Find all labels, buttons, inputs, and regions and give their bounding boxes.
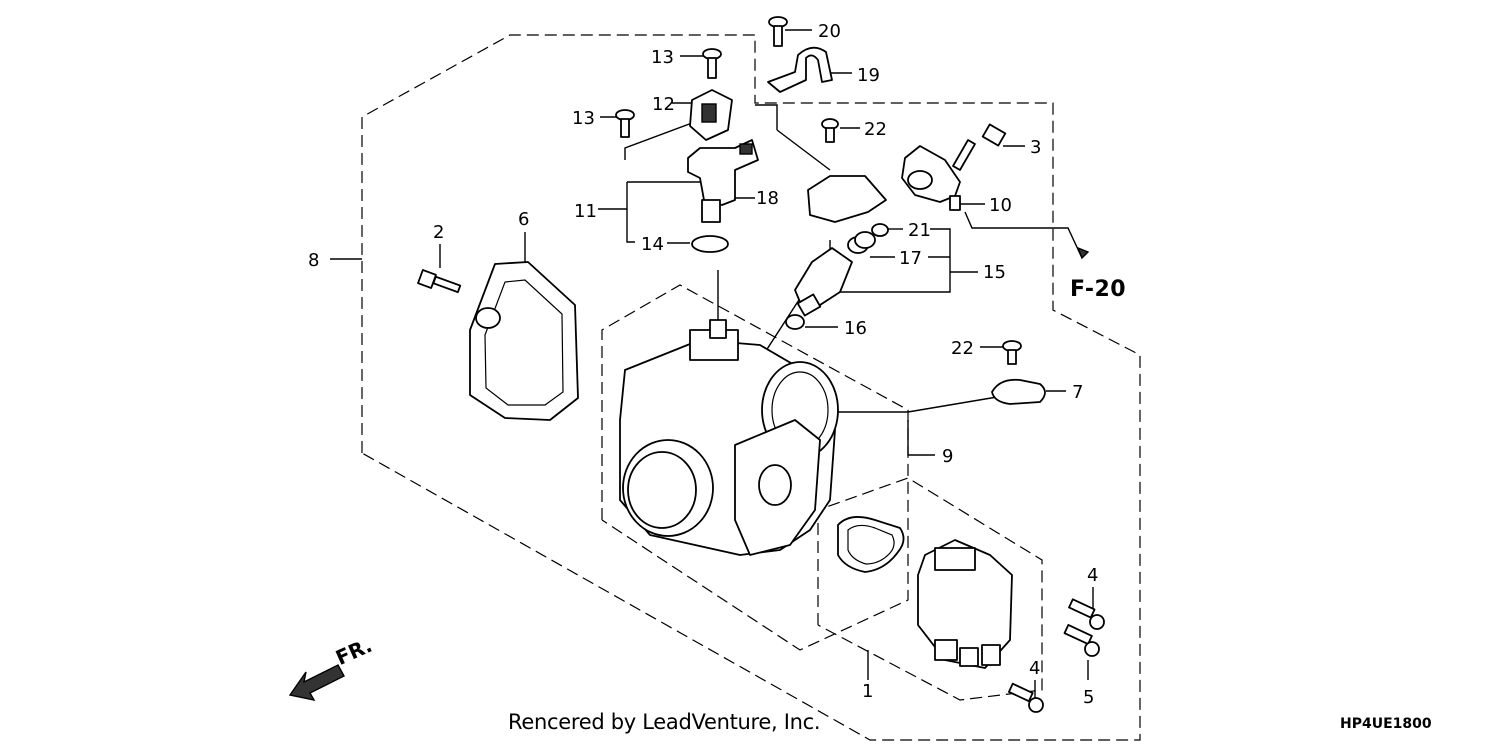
callout-9: 9 (942, 446, 953, 467)
seal-21 (871, 223, 889, 237)
screw-4-lower (1008, 682, 1044, 713)
sensor-cap-12 (689, 89, 733, 141)
callout-21: 21 (908, 220, 931, 241)
credit-text: Rencered by LeadVenture, Inc. (508, 710, 821, 734)
bolt-22-lower (1002, 340, 1022, 365)
callout-5: 5 (1083, 687, 1094, 708)
screw-4-upper (1068, 598, 1105, 630)
callout-11: 11 (574, 201, 597, 222)
callout-15: 15 (983, 262, 1006, 283)
leader-lines (330, 29, 1094, 700)
callout-19: 19 (857, 65, 880, 86)
bolt-2 (417, 269, 462, 294)
callout-14: 14 (641, 234, 664, 255)
callout-4-upper: 4 (1087, 565, 1098, 586)
callout-2: 2 (433, 222, 444, 243)
assembly-outline-8 (361, 34, 1141, 741)
o-ring-14 (691, 235, 729, 253)
callout-22-lower: 22 (951, 338, 974, 359)
diagram-code: HP4UE1800 (1340, 716, 1432, 732)
screw-13-upper (702, 48, 722, 79)
callout-16: 16 (844, 318, 867, 339)
cover-6 (469, 261, 579, 421)
plate-7 (991, 378, 1046, 405)
throttle-body-main (619, 319, 839, 556)
bracket-18 (807, 175, 887, 223)
assembly-outline-9 (601, 284, 909, 651)
callout-7: 7 (1072, 382, 1083, 403)
callout-13-upper: 13 (651, 47, 674, 68)
callout-12: 12 (652, 94, 675, 115)
callout-13-lower: 13 (572, 108, 595, 129)
sensor-11 (687, 139, 759, 223)
throttle-position-sensor (917, 539, 1013, 669)
injector-15 (794, 247, 853, 317)
bolt-22-upper (821, 118, 839, 143)
callout-6: 6 (518, 209, 529, 230)
callout-4-lower: 4 (1029, 658, 1040, 679)
screw-13-lower (615, 109, 635, 138)
bolt-20 (768, 16, 788, 47)
front-arrow-icon (288, 664, 345, 702)
reference-label: F-20 (1070, 277, 1127, 302)
sensor-10 (901, 145, 961, 211)
callout-17: 17 (899, 248, 922, 269)
callout-22-upper: 22 (864, 119, 887, 140)
callout-20: 20 (818, 21, 841, 42)
callout-1: 1 (862, 681, 873, 702)
callout-3: 3 (1030, 137, 1041, 158)
callout-8: 8 (308, 250, 319, 271)
injector-17 (847, 231, 876, 254)
callout-18: 18 (756, 188, 779, 209)
gasket-1-inner (847, 524, 895, 565)
seal-16 (785, 314, 805, 330)
screw-5 (1063, 624, 1100, 657)
bolt-3 (952, 123, 1007, 171)
callout-10: 10 (989, 195, 1012, 216)
clamp-19 (767, 46, 833, 93)
